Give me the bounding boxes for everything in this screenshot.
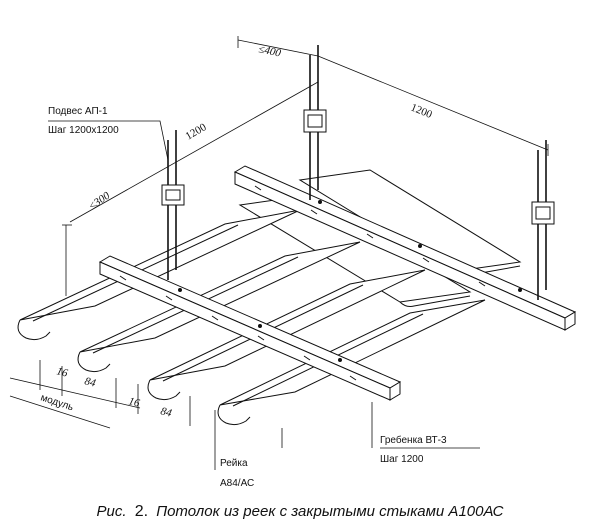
hanger-back-left bbox=[303, 45, 327, 200]
hanger-back-right bbox=[531, 140, 555, 300]
dim-84-b: 84 bbox=[159, 405, 173, 419]
dim-300: ≤300 bbox=[87, 189, 113, 212]
dim-16-a: 16 bbox=[55, 365, 69, 379]
dim-84-a: 84 bbox=[83, 375, 97, 389]
dim-module: модуль bbox=[39, 392, 75, 413]
hanger-name-label: Подвес АП-1 bbox=[48, 106, 108, 117]
dim-1200-right: 1200 bbox=[409, 102, 434, 122]
caption-number: 2. bbox=[134, 503, 149, 520]
dim-400: ≤400 bbox=[257, 43, 282, 60]
leader-lines bbox=[48, 120, 480, 470]
rail-type-label: А84/АС bbox=[220, 478, 254, 489]
carrier-comb-back bbox=[233, 165, 577, 331]
rail-name-label: Рейка bbox=[220, 458, 248, 469]
dimension-lines bbox=[9, 36, 549, 448]
carrier-comb-front bbox=[98, 255, 402, 401]
dim-1200-left: 1200 bbox=[184, 121, 209, 143]
caption-text: Потолок из реек с закрытыми стыками А100… bbox=[156, 503, 504, 520]
comb-name-label: Гребенка ВТ-3 bbox=[380, 434, 447, 446]
figure-caption: Рис. 2. Потолок из реек с закрытыми стык… bbox=[0, 500, 600, 524]
comb-step-label: Шаг 1200 bbox=[380, 454, 424, 465]
caption-prefix: Рис. bbox=[96, 503, 127, 520]
hanger-front-left bbox=[161, 130, 185, 280]
ceiling-rails bbox=[17, 169, 522, 426]
dim-16-b: 16 bbox=[127, 395, 141, 409]
ceiling-assembly-drawing: Подвес АП-1 Шаг 1200x1200 Гребенка ВТ-3 … bbox=[9, 36, 577, 489]
hanger-step-label: Шаг 1200x1200 bbox=[48, 125, 119, 136]
